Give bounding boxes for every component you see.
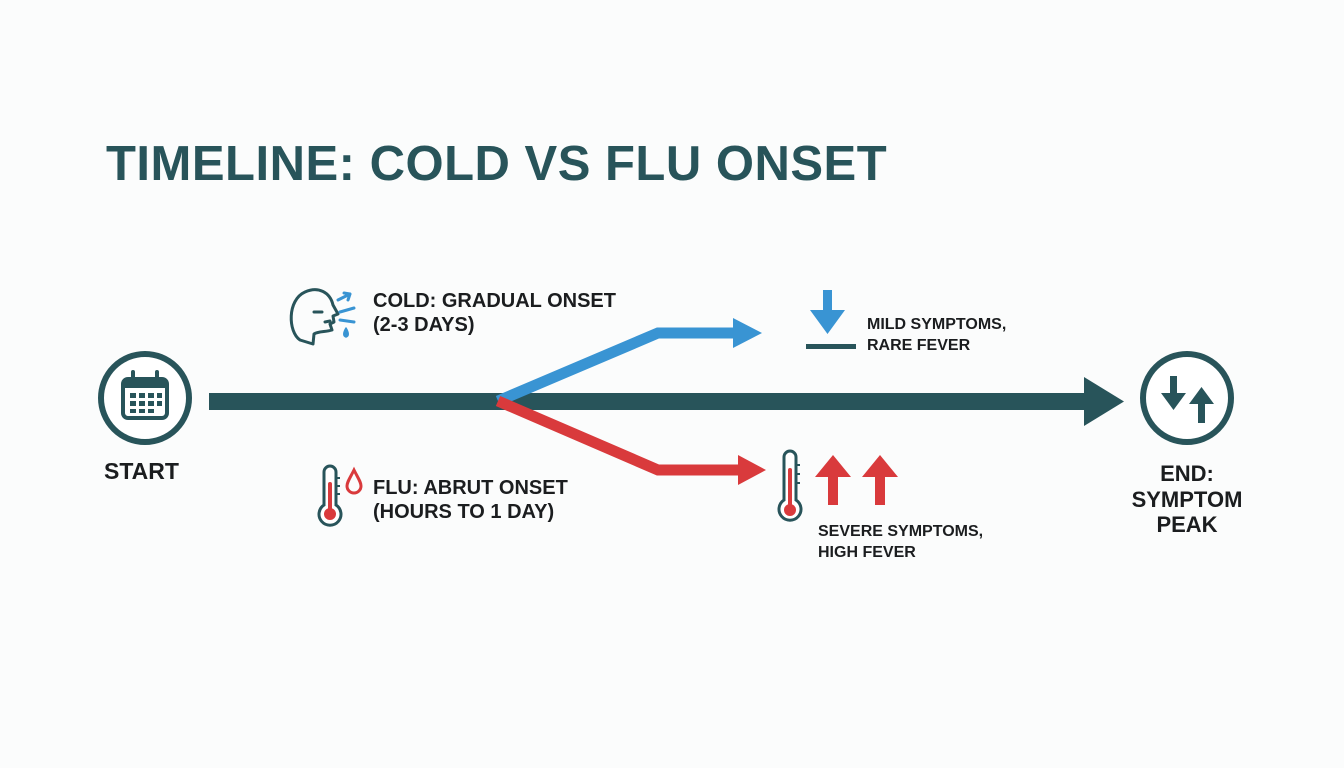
up-down-arrows-icon [1161,376,1214,423]
end-circle [1140,351,1234,445]
flu-onset-label: FLU: ABRUT ONSET (HOURS TO 1 DAY) [373,477,568,524]
end-label: END: SYMPTOM PEAK [1131,461,1243,538]
thermometer-drop-icon [317,464,363,527]
cold-branch-arrow [495,318,762,407]
arrow-down-to-line-icon [806,290,856,349]
calendar-icon [121,370,169,420]
thermometer-up-arrows-icon [777,449,898,522]
sneezing-face-icon [289,288,356,346]
cold-onset-label: COLD: GRADUAL ONSET (2-3 DAYS) [373,290,616,337]
flu-outcome-label: SEVERE SYMPTOMS, HIGH FEVER [818,523,984,561]
page-title: TIMELINE: COLD VS FLU ONSET [106,137,888,191]
start-circle [98,351,192,445]
flu-branch-arrow [495,395,766,485]
main-timeline-arrow [209,377,1124,426]
start-label: START [104,458,179,484]
cold-outcome-label: MILD SYMPTOMS, RARE FEVER [867,316,1007,354]
